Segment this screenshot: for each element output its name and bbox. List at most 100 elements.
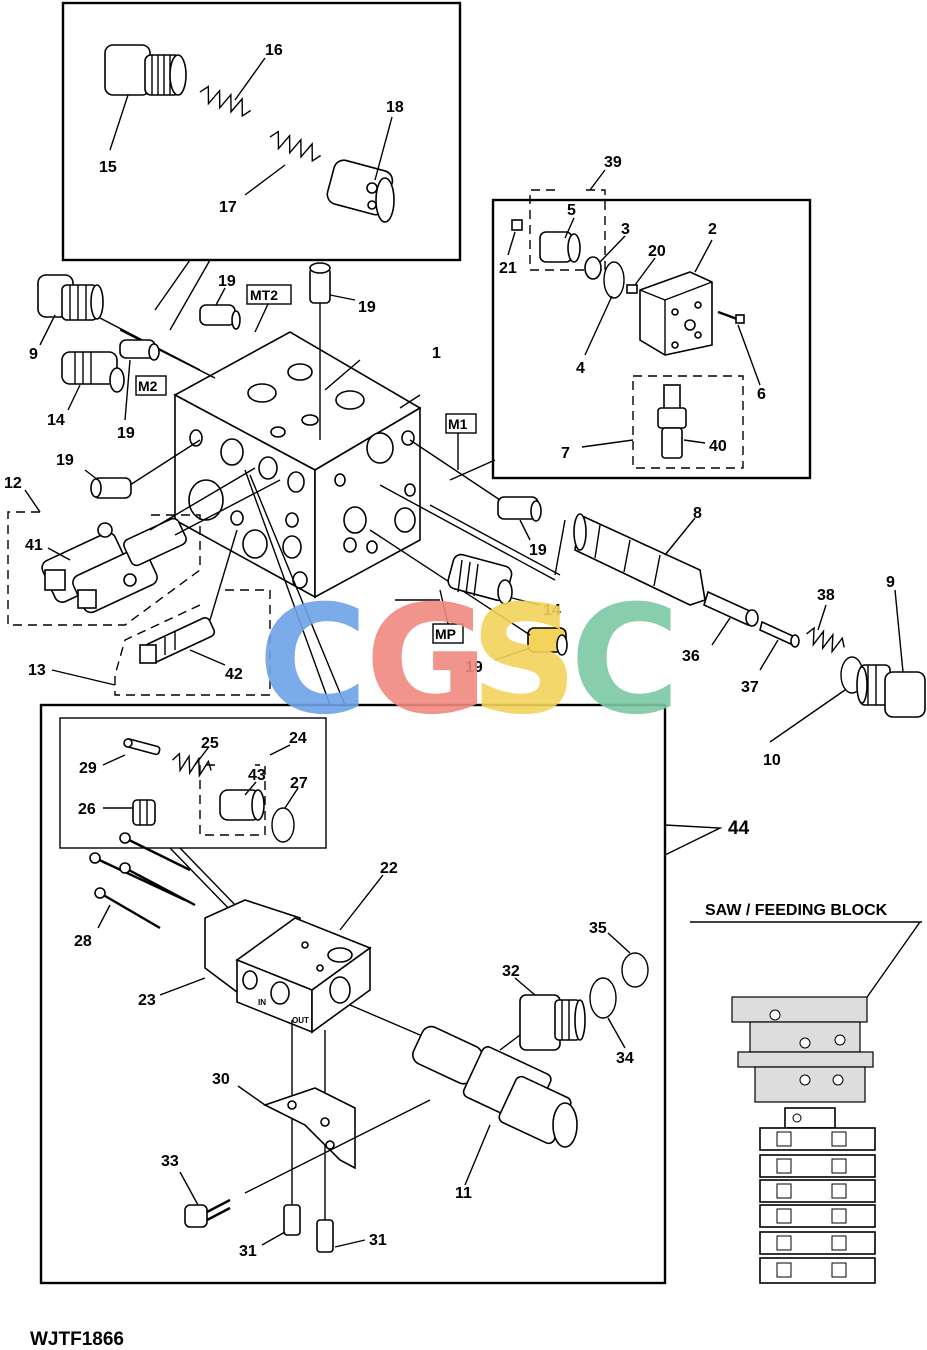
figure-id: WJTF1866 (30, 1329, 124, 1350)
callout-39: 39 (604, 154, 622, 171)
callout-30: 30 (212, 1071, 230, 1088)
callout-19-c: 19 (117, 425, 135, 442)
callout-35: 35 (589, 920, 607, 937)
part-33-screw (184, 1198, 231, 1228)
part-11-solenoid-cartridge (412, 1025, 578, 1148)
callout-26: 26 (78, 801, 96, 818)
callout-15: 15 (99, 159, 117, 176)
part-27-o-ring (271, 807, 295, 843)
part-19-fitting-f (527, 627, 568, 656)
part-1-main-block (173, 331, 422, 599)
part-26-plug (132, 799, 156, 826)
port-tag-m2: M2 (135, 375, 167, 396)
part-43-poppet (219, 789, 265, 821)
part-5-cartridge (539, 231, 581, 263)
part-40-valve (657, 384, 687, 459)
callout-41: 41 (25, 537, 43, 554)
port-tag-m1: M1 (445, 413, 477, 470)
callout-25: 25 (201, 735, 219, 752)
part-25-spring (172, 752, 212, 778)
callout-10: 10 (763, 752, 781, 769)
part-41-solenoid-valve (41, 517, 187, 614)
part-9-plug-left (37, 274, 104, 321)
port-tag-mt2: MT2 (246, 284, 292, 333)
callout-19-e: 19 (529, 542, 547, 559)
callout-33: 33 (161, 1153, 179, 1170)
part-35-o-ring (621, 952, 649, 988)
callout-24: 24 (289, 730, 307, 747)
part-32-adapter (519, 994, 586, 1051)
part-4-o-ring (603, 261, 625, 299)
callout-29: 29 (79, 760, 97, 777)
callout-31-a: 31 (239, 1243, 257, 1260)
part-19-fitting-c (119, 339, 160, 361)
part-38-spring (806, 626, 845, 654)
callout-32: 32 (502, 963, 520, 980)
callout-6: 6 (757, 386, 766, 403)
part-14-cartridge-left (61, 351, 125, 393)
part-42-pressure-switch (139, 616, 216, 664)
part-31-screw-a (283, 1204, 301, 1236)
part-22-saw-block: IN OUT (235, 917, 372, 1034)
callout-14-left: 14 (47, 412, 65, 429)
part-19-fitting-b (309, 262, 331, 440)
callout-9-left: 9 (29, 346, 38, 363)
port-marking-out: OUT (292, 1016, 309, 1025)
detail-box-relief-valve: 15 16 17 18 (61, 1, 462, 331)
callout-27: 27 (290, 775, 308, 792)
callout-40: 40 (709, 438, 727, 455)
callout-13: 13 (28, 662, 46, 679)
callout-4: 4 (576, 360, 585, 377)
part-14-cartridge-right (447, 553, 513, 605)
callout-3: 3 (621, 221, 630, 238)
detail-box-pressure-valve: 39 5 3 2 21 20 4 6 7 40 (491, 154, 812, 480)
part-2-valve-block (639, 271, 713, 356)
callout-28: 28 (74, 933, 92, 950)
callout-8: 8 (693, 505, 702, 522)
part-17-spring (269, 130, 322, 163)
callout-12: 12 (4, 475, 22, 492)
detail-box-saw-valve: 44 29 25 24 43 27 26 (39, 703, 750, 1285)
callout-19-d: 19 (56, 452, 74, 469)
callout-2: 2 (708, 221, 717, 238)
part-30-bracket (262, 1087, 356, 1170)
callout-42: 42 (225, 666, 243, 683)
part-6-screw (717, 310, 745, 324)
callout-22: 22 (380, 860, 398, 877)
callout-44: 44 (728, 818, 750, 839)
inset-title: SAW / FEEDING BLOCK (705, 902, 888, 919)
callout-18: 18 (386, 99, 404, 116)
callout-37: 37 (741, 679, 759, 696)
part-9-plug-right (856, 664, 926, 718)
svg-text:MP: MP (435, 626, 456, 642)
port-tag-mp: MP (432, 589, 464, 644)
part-21 (511, 219, 523, 231)
callout-1: 1 (432, 345, 441, 362)
part-15-plug (104, 44, 187, 96)
part-8-spool (573, 513, 706, 606)
callout-23: 23 (138, 992, 156, 1009)
callout-11: 11 (455, 1185, 472, 1202)
callout-14-right: 14 (543, 602, 561, 619)
callout-20: 20 (648, 243, 666, 260)
svg-text:M2: M2 (138, 378, 158, 394)
watermark-letter-3: S (470, 574, 578, 748)
part-3-ring (584, 256, 602, 280)
part-18-spool (326, 159, 395, 223)
saw-feeding-block-inset: SAW / FEEDING BLOCK (690, 902, 922, 1284)
callout-19-f: 19 (465, 659, 483, 676)
port-marking-in: IN (258, 998, 266, 1007)
part-20 (626, 284, 638, 294)
callout-19-a: 19 (218, 273, 236, 290)
part-31-screw-b (316, 1219, 334, 1253)
callout-34: 34 (616, 1050, 634, 1067)
part-29-pin (123, 738, 161, 756)
part-34-o-ring (589, 977, 617, 1019)
callout-36: 36 (682, 648, 700, 665)
callout-16: 16 (265, 42, 283, 59)
part-28-screws (89, 832, 196, 930)
watermark-letter-1: C (258, 574, 368, 748)
part-36-pin (703, 590, 759, 627)
part-19-fitting-a (199, 304, 241, 330)
